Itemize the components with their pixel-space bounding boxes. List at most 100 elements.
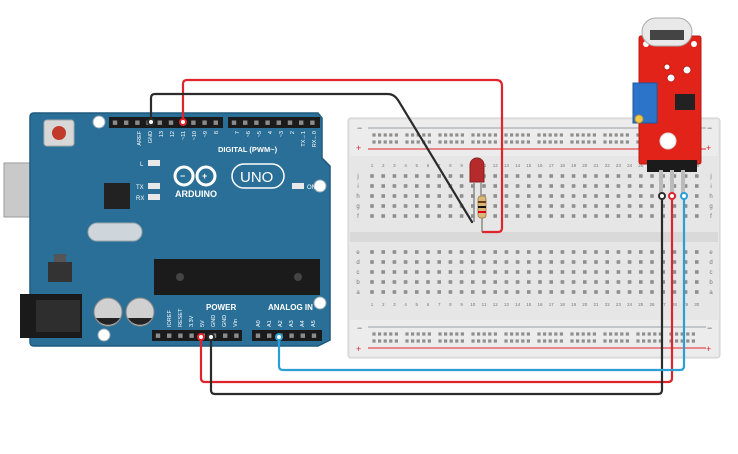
breadboard-hole[interactable]	[538, 184, 542, 188]
breadboard-hole[interactable]	[493, 184, 497, 188]
breadboard-hole[interactable]	[661, 260, 665, 264]
breadboard-hole[interactable]	[549, 260, 553, 264]
rail-hole[interactable]	[543, 332, 547, 336]
rail-hole[interactable]	[609, 133, 613, 137]
rail-hole[interactable]	[515, 133, 519, 137]
breadboard-hole[interactable]	[627, 214, 632, 218]
breadboard-hole[interactable]	[627, 194, 632, 198]
breadboard-hole[interactable]	[471, 270, 475, 274]
breadboard-hole[interactable]	[583, 270, 587, 274]
header-pin[interactable]	[276, 120, 281, 125]
breadboard-hole[interactable]	[370, 194, 374, 198]
rail-hole[interactable]	[603, 332, 607, 336]
breadboard-hole[interactable]	[650, 250, 654, 254]
rail-hole[interactable]	[411, 332, 415, 336]
breadboard-hole[interactable]	[605, 280, 609, 284]
breadboard-hole[interactable]	[583, 280, 587, 284]
breadboard-hole[interactable]	[571, 194, 576, 198]
breadboard-hole[interactable]	[392, 250, 397, 254]
rail-hole[interactable]	[521, 339, 525, 343]
breadboard-hole[interactable]	[482, 260, 486, 264]
header-pin[interactable]	[310, 120, 315, 125]
rail-hole[interactable]	[378, 133, 382, 137]
rail-hole[interactable]	[658, 339, 662, 343]
breadboard-hole[interactable]	[370, 290, 374, 294]
header-pin[interactable]	[231, 120, 237, 125]
breadboard-hole[interactable]	[448, 250, 453, 254]
red-led[interactable]	[469, 157, 485, 222]
rail-hole[interactable]	[548, 332, 552, 336]
breadboard-hole[interactable]	[370, 184, 374, 188]
rail-hole[interactable]	[389, 140, 393, 144]
breadboard-hole[interactable]	[504, 214, 509, 218]
breadboard-hole[interactable]	[594, 280, 598, 284]
breadboard-hole[interactable]	[504, 194, 509, 198]
breadboard-hole[interactable]	[426, 250, 430, 254]
breadboard-hole[interactable]	[515, 250, 520, 254]
rail-hole[interactable]	[422, 332, 426, 336]
rail-hole[interactable]	[559, 339, 563, 343]
rail-hole[interactable]	[614, 339, 618, 343]
rail-hole[interactable]	[504, 140, 508, 144]
breadboard-hole[interactable]	[672, 270, 677, 274]
rail-hole[interactable]	[636, 339, 640, 343]
header-pin[interactable]	[191, 120, 196, 125]
breadboard-hole[interactable]	[583, 290, 587, 294]
breadboard-hole[interactable]	[571, 184, 576, 188]
breadboard-hole[interactable]	[605, 270, 609, 274]
breadboard-hole[interactable]	[538, 250, 542, 254]
header-pin[interactable]	[202, 120, 207, 125]
rail-hole[interactable]	[675, 332, 679, 336]
breadboard-hole[interactable]	[437, 194, 441, 198]
breadboard-hole[interactable]	[661, 270, 665, 274]
breadboard-hole[interactable]	[471, 260, 475, 264]
rail-hole[interactable]	[537, 339, 541, 343]
rail-hole[interactable]	[416, 339, 420, 343]
breadboard-hole[interactable]	[515, 260, 520, 264]
rail-hole[interactable]	[559, 133, 563, 137]
breadboard-hole[interactable]	[594, 174, 598, 178]
rail-hole[interactable]	[548, 339, 552, 343]
breadboard-hole[interactable]	[672, 290, 677, 294]
rail-hole[interactable]	[559, 332, 563, 336]
breadboard-hole[interactable]	[594, 184, 598, 188]
rail-hole[interactable]	[438, 133, 442, 137]
breadboard-hole[interactable]	[616, 260, 621, 264]
breadboard-hole[interactable]	[415, 280, 419, 284]
breadboard-hole[interactable]	[426, 280, 430, 284]
rail-hole[interactable]	[526, 140, 530, 144]
breadboard-hole[interactable]	[571, 260, 576, 264]
breadboard-hole[interactable]	[515, 174, 520, 178]
breadboard-hole[interactable]	[437, 260, 441, 264]
rail-hole[interactable]	[504, 332, 508, 336]
rail-hole[interactable]	[680, 339, 684, 343]
rail-hole[interactable]	[477, 339, 481, 343]
breadboard-hole[interactable]	[415, 184, 419, 188]
breadboard-hole[interactable]	[504, 174, 509, 178]
breadboard-hole[interactable]	[571, 270, 576, 274]
breadboard-hole[interactable]	[403, 174, 408, 178]
breadboard-hole[interactable]	[504, 184, 509, 188]
breadboard-hole[interactable]	[650, 270, 654, 274]
breadboard-hole[interactable]	[560, 214, 565, 218]
breadboard-hole[interactable]	[695, 214, 699, 218]
rail-hole[interactable]	[526, 332, 530, 336]
breadboard-hole[interactable]	[426, 204, 430, 208]
rail-hole[interactable]	[427, 332, 431, 336]
rail-hole[interactable]	[521, 140, 525, 144]
rail-hole[interactable]	[642, 332, 646, 336]
rail-hole[interactable]	[460, 339, 464, 343]
rail-hole[interactable]	[587, 332, 591, 336]
breadboard-hole[interactable]	[549, 194, 553, 198]
rail-hole[interactable]	[515, 332, 519, 336]
rail-hole[interactable]	[543, 133, 547, 137]
breadboard-hole[interactable]	[560, 184, 565, 188]
breadboard-hole[interactable]	[493, 174, 497, 178]
rail-hole[interactable]	[389, 133, 393, 137]
breadboard-hole[interactable]	[381, 194, 385, 198]
breadboard-hole[interactable]	[560, 204, 565, 208]
rail-hole[interactable]	[559, 140, 563, 144]
rail-hole[interactable]	[554, 133, 558, 137]
breadboard-hole[interactable]	[627, 260, 632, 264]
breadboard-hole[interactable]	[381, 174, 385, 178]
